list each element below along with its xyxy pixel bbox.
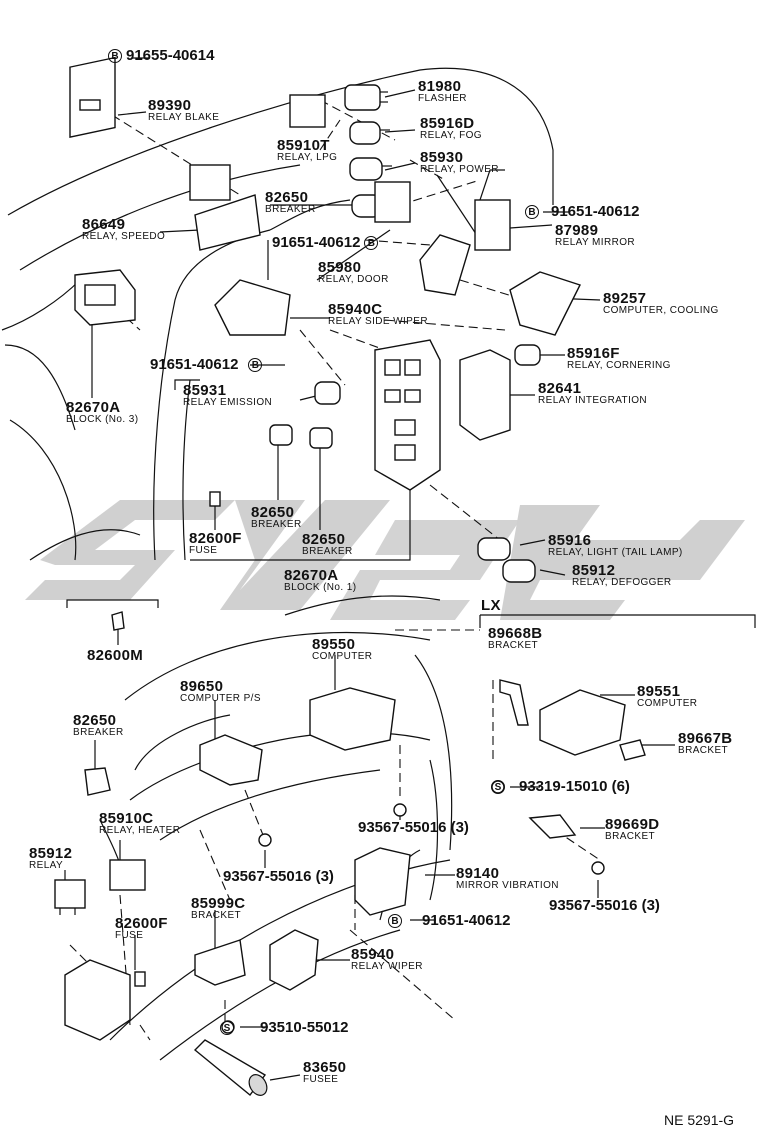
fuse-drawing-1 [209, 491, 221, 507]
label-85916F: 85916F RELAY, CORNERING [567, 345, 671, 371]
variant-label-lx: LX [481, 597, 501, 614]
label-82600F-b: 82600F FUSE [115, 915, 168, 941]
label-85999C: 85999C BRACKET [191, 895, 246, 921]
bracket-85999c-drawing [194, 939, 246, 986]
relay-defogger-drawing [502, 559, 536, 583]
relay-cornering-drawing [514, 344, 541, 366]
label-93567-c: 93567-55016 (3) [549, 897, 660, 914]
relay-side-wiper-drawing [214, 279, 291, 336]
watermark [25, 500, 745, 620]
label-85910T: 85910T RELAY, LPG [277, 137, 338, 163]
label-85980: 85980 RELAY, DOOR [318, 259, 389, 285]
block-no3-drawing [74, 269, 136, 326]
label-89669D: 89669D BRACKET [605, 816, 660, 842]
label-89668B: 89668B BRACKET [488, 625, 543, 651]
breaker-drawing-4 [84, 767, 111, 796]
label-87989: 87989 RELAY MIRROR [555, 222, 636, 248]
flasher-drawing [344, 84, 388, 111]
label-85912-relay: 85912 RELAY [29, 845, 73, 871]
label-89257: 89257 COMPUTER, COOLING [603, 290, 719, 316]
relay-85912-drawing [54, 879, 86, 915]
relay-power-drawing [349, 157, 392, 181]
part-drawings [54, 56, 646, 1097]
label-85930: 85930 RELAY, POWER [420, 149, 499, 175]
left-block-drawing [64, 959, 131, 1041]
relay-integration-drawing [459, 349, 511, 441]
relay-blake-drawing [69, 56, 116, 138]
diagram-code: NE 5291-G [664, 1112, 735, 1128]
label-89550: 89550 COMPUTER [312, 636, 373, 662]
label-82600M: 82600M [87, 647, 144, 664]
label-89140: 89140 MIRROR VIBRATION [456, 865, 559, 891]
relay-heater-drawing [109, 859, 146, 891]
relay-lpg-drawing [289, 94, 326, 128]
label-93567-a: 93567-55016 (3) [358, 819, 469, 836]
computer-cooling-drawing [509, 271, 581, 336]
fuse-drawing-2 [134, 971, 146, 987]
label-86649: 86649 RELAY, SPEEDO [82, 216, 166, 242]
bracket-89669d-drawing [528, 814, 577, 839]
relay-mirror-drawing [474, 169, 511, 251]
fuse-82600m-drawing [111, 611, 125, 631]
label-89390: 89390 RELAY BLAKE [148, 97, 220, 123]
computer-ps-drawing [199, 734, 263, 786]
relay-wiper-drawing [269, 929, 319, 991]
label-82670A-no1: 82670A BLOCK (No. 1) [284, 567, 357, 593]
relay-fog-drawing [349, 121, 390, 145]
label-85916: 85916 RELAY, LIGHT (TAIL LAMP) [548, 532, 683, 558]
fusee-drawing [193, 1039, 268, 1097]
label-82650-top: 82650 BREAKER [265, 189, 316, 215]
computer-89551-drawing [539, 689, 626, 756]
label-82650-right: 82650 BREAKER [302, 531, 353, 557]
label-82650-lower: 82650 BREAKER [73, 712, 124, 738]
relay-speedo-drawing [189, 164, 261, 251]
mirror-vibration-drawing [354, 847, 411, 916]
label-82670A-no3: 82670A BLOCK (No. 3) [66, 399, 139, 425]
label-85916D: 85916D RELAY, FOG [420, 115, 482, 141]
label-85940: 85940 RELAY WIPER [351, 946, 423, 972]
label-93567-b: 93567-55016 (3) [223, 868, 334, 885]
computer-89550-drawing [309, 687, 396, 751]
label-85910C: 85910C RELAY, HEATER [99, 810, 181, 836]
bracket-89668b-drawing [499, 679, 529, 726]
label-85931: 85931 RELAY EMISSION [183, 382, 273, 408]
label-89551: 89551 COMPUTER [637, 683, 698, 709]
label-82600F-a: 82600F FUSE [189, 530, 242, 556]
relay-tail-lamp-drawing [477, 537, 511, 561]
label-85912-defogger: 85912 RELAY, DEFOGGER [572, 562, 672, 588]
block-no1-drawing [374, 339, 441, 491]
relay-door-drawing [419, 234, 471, 296]
label-82641: 82641 RELAY INTEGRATION [538, 380, 648, 406]
label-82650-mid: 82650 BREAKER [251, 504, 302, 530]
label-85940C: 85940C RELAY SIDE WIPER [328, 301, 428, 327]
label-89650: 89650 COMPUTER P/S [180, 678, 261, 704]
bracket-89667b-drawing [619, 739, 646, 761]
breaker-drawing-2 [269, 424, 293, 446]
label-89667B: 89667B BRACKET [678, 730, 733, 756]
breaker-drawing-3 [309, 427, 333, 449]
label-81980: 81980 FLASHER [418, 78, 467, 104]
breaker-drawing-1 [351, 181, 411, 223]
label-83650: 83650 FUSEE [303, 1059, 347, 1085]
relay-emission-drawing [314, 381, 341, 405]
body-outlines [1, 67, 554, 1061]
